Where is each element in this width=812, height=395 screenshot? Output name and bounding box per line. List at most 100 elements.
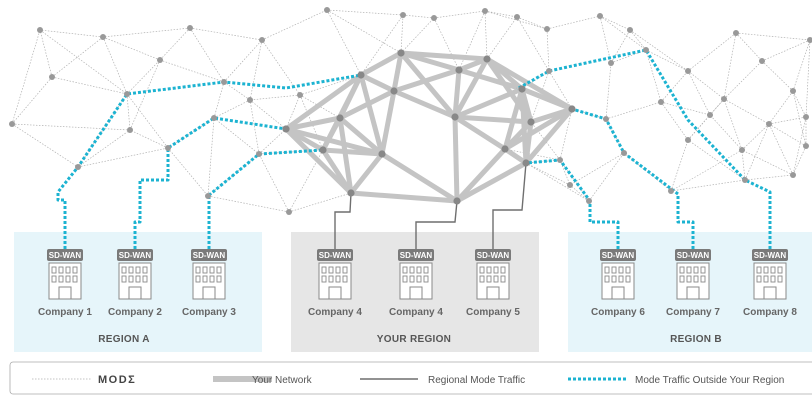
building-window	[618, 275, 624, 283]
building-window	[493, 266, 499, 274]
building-window	[121, 275, 127, 283]
building-window	[700, 275, 706, 283]
building-window	[202, 266, 208, 274]
mesh-link	[768, 123, 807, 147]
building-window	[335, 275, 341, 283]
building-window	[625, 275, 631, 283]
network-node	[608, 60, 614, 66]
building-icon	[48, 262, 82, 300]
building-window	[416, 266, 422, 274]
region-label-a: REGION A	[98, 334, 149, 345]
mesh-link	[709, 98, 725, 116]
mesh-link	[660, 70, 689, 103]
company-5: SD-WAN Company 4	[389, 249, 443, 318]
mesh-link	[687, 70, 725, 100]
network-node	[336, 114, 344, 122]
network-node	[127, 127, 133, 133]
mesh-link	[102, 27, 191, 38]
building-window	[216, 275, 222, 283]
network-node	[157, 57, 163, 63]
mesh-link	[484, 10, 548, 30]
sdwan-badge-label: SD-WAN	[400, 251, 433, 260]
mesh-link	[735, 32, 763, 62]
mesh-link	[687, 70, 711, 116]
company-label: Company 5	[466, 307, 520, 318]
network-node	[324, 7, 330, 13]
mesh-link	[670, 179, 746, 192]
mesh-link	[723, 98, 770, 125]
building-window	[756, 266, 762, 274]
mesh-link	[213, 117, 260, 155]
company-label: Company 7	[666, 307, 720, 318]
network-node	[205, 193, 211, 199]
legend: MODΣ Your Network Regional Mode Traffic …	[9, 361, 812, 395]
network-node	[522, 159, 530, 167]
backbone-link	[337, 115, 385, 157]
legend-logo: MODΣ	[98, 374, 136, 386]
network-node	[790, 172, 796, 178]
sdwan-badge-label: SD-WAN	[49, 251, 82, 260]
building-icon	[192, 262, 226, 300]
regional-traffic-lines	[334, 162, 527, 249]
backbone-link	[502, 106, 575, 152]
backbone-link	[358, 50, 404, 78]
legend-outside: Mode Traffic Outside Your Region	[635, 375, 784, 386]
network-node	[707, 112, 713, 118]
building-window	[65, 266, 71, 274]
legend-frame	[9, 361, 812, 395]
backbone-link	[484, 56, 575, 112]
sdwan-badge-label: SD-WAN	[602, 251, 635, 260]
mesh-link	[249, 94, 301, 101]
building-window	[611, 266, 617, 274]
network-node	[319, 146, 327, 154]
building-icon	[318, 262, 352, 300]
mesh-link	[11, 123, 79, 168]
building-window	[479, 266, 485, 274]
backbone-link	[283, 126, 354, 196]
network-node	[685, 68, 691, 74]
backbone-link	[502, 146, 529, 166]
sdwan-badge-label: SD-WAN	[119, 251, 152, 260]
network-node	[627, 27, 633, 33]
building-door	[686, 286, 700, 300]
mesh-link	[249, 99, 260, 155]
network-node	[100, 34, 106, 40]
building-window	[65, 275, 71, 283]
backbone-link	[348, 190, 460, 204]
company-1: SD-WAN Company 1	[38, 249, 92, 318]
company-label: Company 1	[38, 307, 92, 318]
mesh-link	[326, 9, 362, 76]
backbone-link	[348, 151, 385, 196]
mesh-link	[768, 123, 794, 176]
building-window	[335, 266, 341, 274]
mesh-link	[207, 117, 215, 197]
network-node	[400, 12, 406, 18]
company-label: Company 2	[108, 307, 162, 318]
mesh-link	[761, 60, 794, 92]
sdwan-badge	[47, 249, 83, 261]
mesh-link	[744, 174, 794, 181]
mesh-link	[741, 149, 794, 176]
building-door	[409, 286, 423, 300]
mesh-link	[768, 116, 807, 125]
company-2: SD-WAN Company 2	[108, 249, 162, 318]
mesh-link	[51, 36, 104, 78]
mode-backbone	[283, 50, 575, 204]
mesh-link	[744, 123, 770, 181]
company-label: Company 4	[389, 307, 443, 318]
mesh-link	[486, 16, 518, 60]
mesh-link	[687, 32, 737, 72]
building-window	[342, 275, 348, 283]
building-window	[756, 275, 762, 283]
building-window	[202, 275, 208, 283]
network-node	[518, 85, 526, 93]
backbone-link	[398, 50, 458, 120]
legend-regional: Regional Mode Traffic	[428, 375, 525, 386]
building-door	[202, 286, 216, 300]
sdwan-badge	[398, 249, 434, 261]
building-window	[777, 275, 783, 283]
network-mesh	[11, 9, 811, 213]
building-window	[51, 275, 57, 283]
